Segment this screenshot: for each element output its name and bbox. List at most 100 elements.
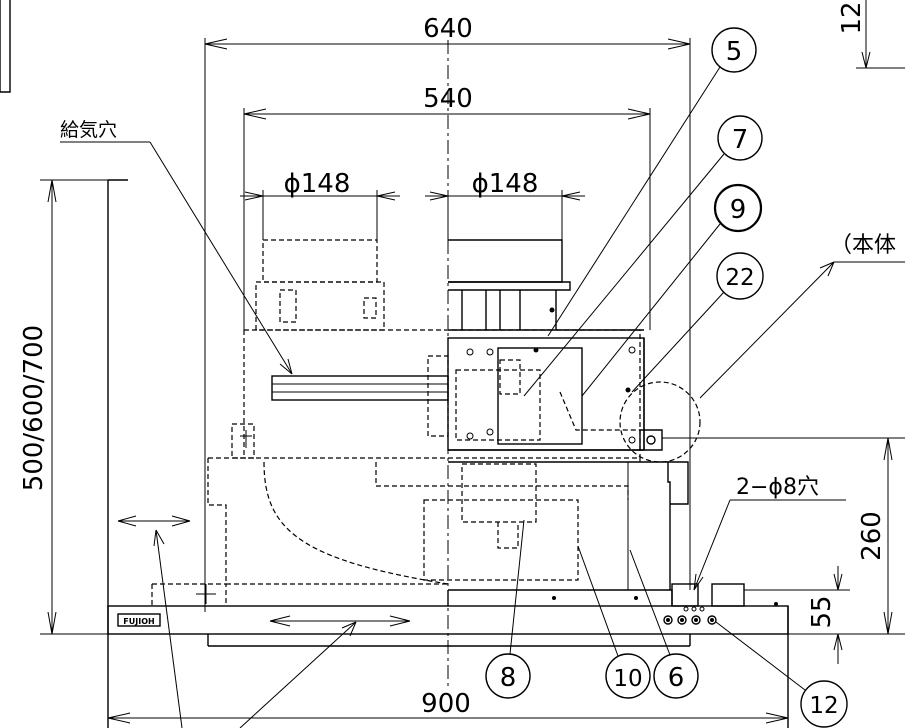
balloon-7: 7 xyxy=(523,115,763,397)
balloon-9-text: 9 xyxy=(730,195,747,225)
balloon-8-text: 8 xyxy=(500,663,517,693)
hidden-motor xyxy=(423,499,579,581)
duct-left-detail xyxy=(279,289,297,323)
leader-bottom-mid xyxy=(239,621,357,728)
right-tab xyxy=(711,583,745,607)
hidden-flange xyxy=(151,583,227,606)
supply-filter xyxy=(271,375,449,401)
dim-12: 12 xyxy=(837,1,867,34)
hole-leader xyxy=(693,499,731,591)
hidden-bracket xyxy=(231,423,255,459)
led-3 xyxy=(699,606,705,612)
dim-12-arrow xyxy=(861,51,871,69)
dim-640: 640 xyxy=(423,14,473,44)
duct-left-detail-2 xyxy=(363,297,377,319)
leader-bottom-mid-arrow xyxy=(341,621,357,637)
supply-hole-label: 給気穴 xyxy=(60,119,117,141)
balloon-5-text: 5 xyxy=(726,37,743,67)
brand-plate xyxy=(117,613,161,627)
mount-bracket xyxy=(639,429,663,451)
base-plate xyxy=(447,589,673,606)
balloon-10: 10 xyxy=(577,545,651,699)
knob-dot-2 xyxy=(680,618,684,622)
balloon-22-text: 22 xyxy=(725,265,754,291)
knob-1 xyxy=(663,615,673,625)
supply-leader-arrow xyxy=(279,358,293,375)
motor-hole-1 xyxy=(466,348,474,356)
led-1 xyxy=(683,606,689,612)
motor-hidden-curve xyxy=(559,391,640,431)
dim-arrows-260 xyxy=(883,437,893,635)
motor-hidden-core xyxy=(499,359,521,395)
knob-4 xyxy=(707,615,717,625)
dim-arrows-55 xyxy=(833,573,843,651)
corner-frame xyxy=(0,0,11,93)
balloon-10-text: 10 xyxy=(613,666,642,692)
hole-leader-arrow xyxy=(693,573,704,591)
motor-hole-6 xyxy=(628,436,636,444)
right-bracket xyxy=(671,583,699,607)
brand-plate-text: FUJIOH xyxy=(123,617,154,626)
dim-260: 260 xyxy=(857,511,887,561)
hole-label: 2−ϕ8穴 xyxy=(736,475,819,500)
dim-arrows-900 xyxy=(107,712,789,724)
hidden-housing xyxy=(244,329,641,462)
body-leader-arrow xyxy=(819,261,835,277)
balloon-22: 22 xyxy=(631,252,764,393)
led-2 xyxy=(691,606,697,612)
knob-dot-4 xyxy=(710,618,714,622)
motor-hole-4 xyxy=(486,428,494,436)
body-leader xyxy=(699,261,835,399)
dim-arrows-phi xyxy=(244,191,581,201)
balloon-12-text: 12 xyxy=(809,693,838,719)
slide-arrow-2-heads xyxy=(117,515,191,527)
screw-c xyxy=(774,602,778,606)
motor-hole-2 xyxy=(486,348,494,356)
body-right xyxy=(448,461,671,590)
hidden-mid xyxy=(375,462,629,500)
screw-a xyxy=(552,596,556,600)
hidden-shaft xyxy=(497,522,519,549)
knob-dot-1 xyxy=(666,618,670,622)
balloon-12: 12 xyxy=(715,621,848,728)
duct-left-base xyxy=(255,281,385,331)
leader-bottom-left-arrow xyxy=(153,529,165,547)
motor-screw-top xyxy=(533,347,539,353)
duct-left xyxy=(262,239,378,283)
body-label: （本体 xyxy=(830,233,896,258)
balloon-5: 5 xyxy=(547,27,757,337)
motor-hidden-left xyxy=(427,355,449,437)
mount-hole xyxy=(646,435,656,445)
motor-hidden-inner xyxy=(455,369,541,441)
duct-screw xyxy=(549,307,555,313)
balloon-8: 8 xyxy=(485,519,531,699)
motor-hole-5 xyxy=(628,346,636,354)
balloon-9: 9 xyxy=(581,183,763,397)
screw-b xyxy=(634,596,638,600)
duct-right-sides xyxy=(461,290,557,330)
hidden-curve xyxy=(263,461,449,585)
dim-phi-left: ϕ148 xyxy=(284,169,351,199)
duct-right-fins xyxy=(485,290,521,330)
knob-2 xyxy=(677,615,687,625)
hidden-left xyxy=(207,458,448,585)
dim-55: 55 xyxy=(807,595,837,628)
leader-bottom-left xyxy=(155,529,183,728)
motor-inner xyxy=(497,347,583,445)
dim-arrows-540 xyxy=(243,108,651,120)
balloon-7-text: 7 xyxy=(732,125,749,155)
dim-phi-right: ϕ148 xyxy=(472,169,539,199)
hidden-fan xyxy=(461,463,537,523)
knob-3 xyxy=(691,615,701,625)
body-side xyxy=(668,461,689,505)
slide-arrow-heads xyxy=(269,615,411,627)
dim-arrows-640 xyxy=(204,38,691,50)
motor-screw-right xyxy=(625,387,631,393)
balloon-6-text: 6 xyxy=(668,663,685,693)
duct-right-flange xyxy=(448,281,571,291)
detail-circle xyxy=(619,381,701,463)
knob-dot-3 xyxy=(694,618,698,622)
motor-hole-3 xyxy=(466,432,474,440)
balloon-6: 6 xyxy=(629,549,699,699)
